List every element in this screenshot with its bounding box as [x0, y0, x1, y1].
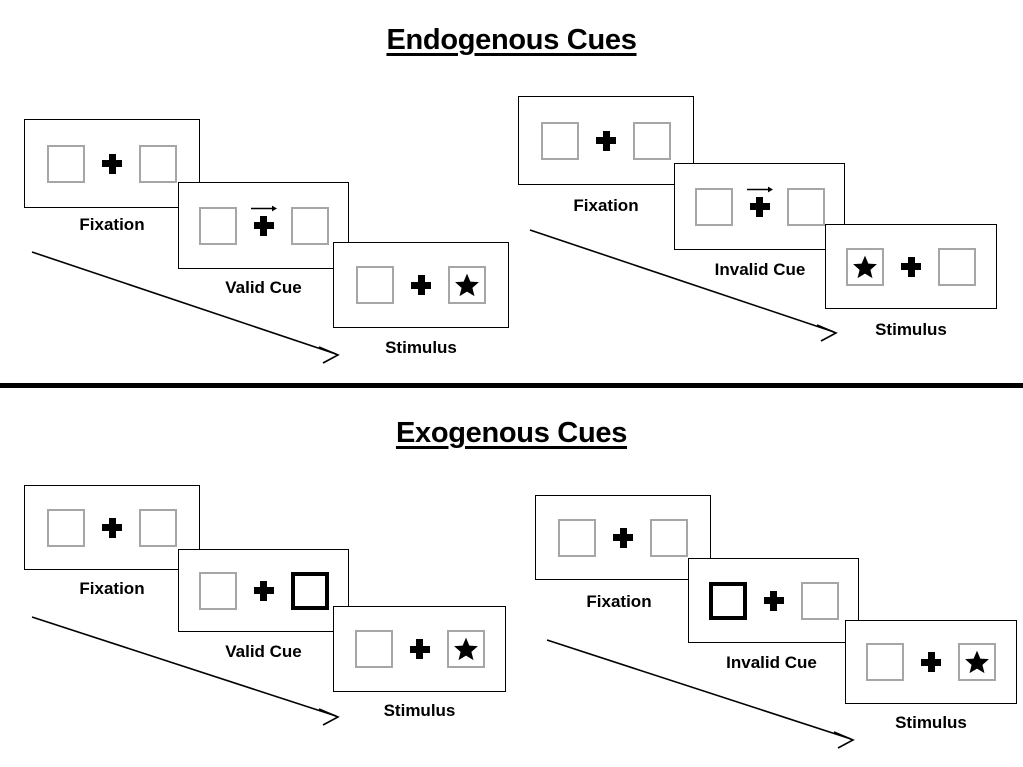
stage-label-fixation: Fixation — [573, 196, 639, 215]
placeholder-box-right — [139, 508, 177, 547]
placeholder-box-right — [633, 121, 671, 160]
placeholder-box-left — [47, 144, 85, 183]
panel-exogenous-valid-stimulus — [333, 606, 506, 692]
center-stack — [763, 582, 784, 620]
panel-exogenous-invalid-stimulus — [845, 620, 1017, 704]
center-stack — [250, 205, 277, 245]
panel-endogenous-invalid-stimulus — [825, 224, 997, 309]
placeholder-box-left — [694, 187, 733, 226]
center-stack — [253, 572, 274, 610]
fixation-cross-icon — [596, 130, 616, 151]
fixation-cross-icon — [763, 590, 784, 611]
placeholder-box-left — [541, 121, 579, 160]
placeholder-box-right — [290, 206, 329, 245]
placeholder-box-left — [47, 508, 85, 547]
panel-exogenous-invalid-fixation — [535, 495, 711, 580]
placeholder-box-right — [800, 581, 839, 620]
panel-row — [179, 205, 348, 245]
panel-row — [826, 247, 996, 286]
center-stack — [921, 643, 941, 681]
section-title-endogenous: Endogenous Cues — [386, 24, 637, 56]
fixation-cross-icon — [409, 639, 430, 659]
time-arrow-exogenous-invalid — [546, 639, 855, 749]
placeholder-box-right — [650, 518, 688, 557]
placeholder-box-left — [198, 206, 237, 245]
target-box-right — [448, 266, 486, 304]
center-stack — [409, 630, 430, 668]
stage-label-fixation: Fixation — [79, 579, 145, 598]
time-arrow-endogenous-valid — [31, 251, 340, 364]
cued-box-right — [290, 571, 329, 610]
center-stack — [596, 122, 616, 160]
stage-label-stimulus: Stimulus — [383, 701, 456, 720]
fixation-cross-icon — [102, 517, 122, 538]
placeholder-box-left — [866, 643, 904, 681]
star-target-icon — [455, 273, 479, 297]
star-target-icon — [965, 650, 989, 674]
time-arrow-exogenous-valid — [31, 616, 340, 726]
star-target-icon — [453, 637, 478, 661]
stage-label-fixation: Fixation — [79, 215, 145, 234]
panel-exogenous-valid-fixation — [24, 485, 200, 570]
stage-label-stimulus: Stimulus — [895, 713, 967, 732]
stage-label-valid-cue: Valid Cue — [225, 278, 302, 297]
fixation-cross-icon — [411, 275, 431, 295]
fixation-cross-icon — [253, 215, 274, 236]
center-stack — [102, 509, 122, 547]
panel-endogenous-valid-fixation — [24, 119, 200, 208]
panel-row — [536, 518, 710, 557]
placeholder-box-left — [356, 266, 394, 304]
panel-endogenous-valid-cue — [178, 182, 349, 269]
stage-label-invalid-cue: Invalid Cue — [714, 260, 806, 279]
arrow-cue-right-icon — [746, 186, 773, 192]
fixation-cross-icon — [613, 527, 633, 548]
star-target-icon — [853, 255, 877, 278]
section-divider — [0, 383, 1023, 388]
panel-row — [334, 630, 505, 668]
stage-label-stimulus: Stimulus — [385, 338, 457, 357]
placeholder-box-right — [938, 247, 976, 286]
placeholder-box-left — [198, 571, 237, 610]
fixation-cross-icon — [253, 580, 274, 601]
placeholder-box-left — [354, 630, 393, 668]
center-stack — [746, 186, 773, 226]
panel-exogenous-invalid-cue — [688, 558, 859, 643]
placeholder-box-left — [558, 518, 596, 557]
panel-endogenous-invalid-cue — [674, 163, 845, 250]
center-stack — [411, 266, 431, 304]
arrow-cue-right-icon — [250, 205, 277, 211]
cued-box-left — [708, 581, 747, 620]
placeholder-box-right — [786, 187, 825, 226]
stage-label-valid-cue: Valid Cue — [225, 642, 302, 661]
panel-row — [675, 186, 844, 226]
panel-row — [689, 581, 858, 620]
panel-row — [334, 266, 508, 304]
fixation-cross-icon — [102, 153, 122, 174]
fixation-cross-icon — [921, 652, 941, 672]
section-title-exogenous: Exogenous Cues — [395, 417, 628, 449]
panel-endogenous-valid-stimulus — [333, 242, 509, 328]
center-stack — [102, 145, 122, 183]
panel-row — [519, 121, 693, 160]
target-box-right — [958, 643, 996, 681]
target-box-right — [446, 630, 485, 668]
panel-row — [179, 571, 348, 610]
stage-label-invalid-cue: Invalid Cue — [726, 653, 817, 672]
panel-exogenous-valid-cue — [178, 549, 349, 632]
stage-label-fixation: Fixation — [586, 592, 652, 611]
panel-row — [25, 508, 199, 547]
fixation-cross-icon — [749, 196, 770, 217]
fixation-cross-icon — [901, 256, 921, 277]
panel-row — [846, 643, 1016, 681]
stage-label-stimulus: Stimulus — [875, 320, 947, 339]
center-stack — [901, 248, 921, 286]
time-arrow-endogenous-invalid — [529, 229, 838, 342]
center-stack — [613, 519, 633, 557]
placeholder-box-right — [139, 144, 177, 183]
panel-endogenous-invalid-fixation — [518, 96, 694, 185]
panel-row — [25, 144, 199, 183]
target-box-left — [846, 247, 884, 286]
